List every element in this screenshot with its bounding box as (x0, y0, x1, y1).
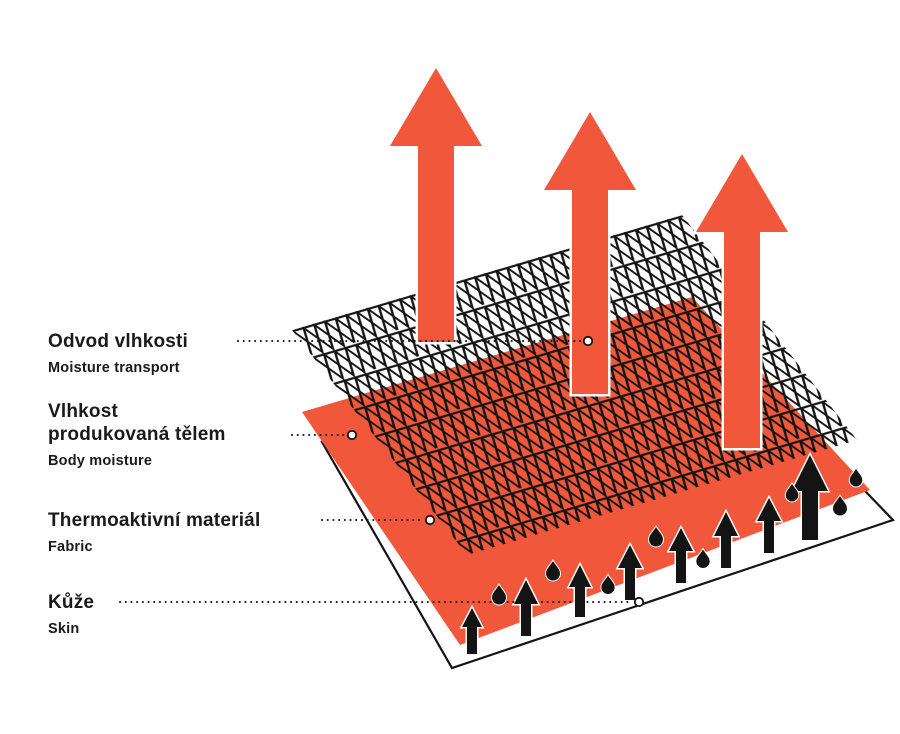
label-fabric: Thermoaktivní materiál Fabric (48, 509, 260, 556)
label-moisture-transport: Odvod vlhkosti Moisture transport (48, 330, 188, 377)
up-arrow-icon (459, 604, 485, 656)
up-arrow-icon (691, 149, 793, 451)
vapor-arrows (385, 63, 793, 451)
up-arrow-icon (385, 63, 487, 345)
label-cz: Odvod vlhkosti (48, 331, 189, 352)
up-arrow-icon (666, 524, 696, 585)
up-arrow-icon (754, 494, 784, 555)
up-arrow-icon (511, 576, 541, 638)
droplet-icon (647, 525, 665, 548)
droplet-icon (848, 466, 864, 488)
label-en: Body moisture (48, 453, 153, 469)
label-en: Moisture transport (48, 360, 180, 376)
moisture-droplets (490, 466, 864, 606)
leader-markers (346, 335, 645, 608)
label-cz-line1: Vlhkost (48, 401, 119, 422)
label-skin: Kůže Skin (48, 591, 94, 638)
leader-lines (119, 340, 633, 603)
droplet-icon (544, 559, 562, 582)
label-cz-line2: produkovaná tělem (48, 424, 226, 445)
droplet-icon (831, 494, 849, 517)
droplet-icon (600, 573, 616, 595)
label-en: Skin (48, 621, 80, 637)
label-cz: Thermoaktivní materiál (48, 510, 261, 531)
droplet-icon (490, 583, 508, 606)
up-arrow-icon (711, 508, 741, 570)
droplet-icon (784, 481, 800, 503)
up-arrow-icon (539, 107, 641, 397)
leader-circle-marker (582, 335, 594, 347)
label-body-moisture: Vlhkost produkovaná tělem Body moisture (48, 400, 226, 470)
leader-circle-marker (346, 429, 358, 441)
label-cz: Kůže (48, 592, 95, 613)
leader-circle-marker (424, 514, 436, 526)
up-arrow-icon (615, 541, 645, 602)
leader-circle-marker (633, 596, 645, 608)
droplet-icon (695, 547, 711, 569)
label-en: Fabric (48, 539, 93, 555)
up-arrow-icon (566, 561, 594, 619)
